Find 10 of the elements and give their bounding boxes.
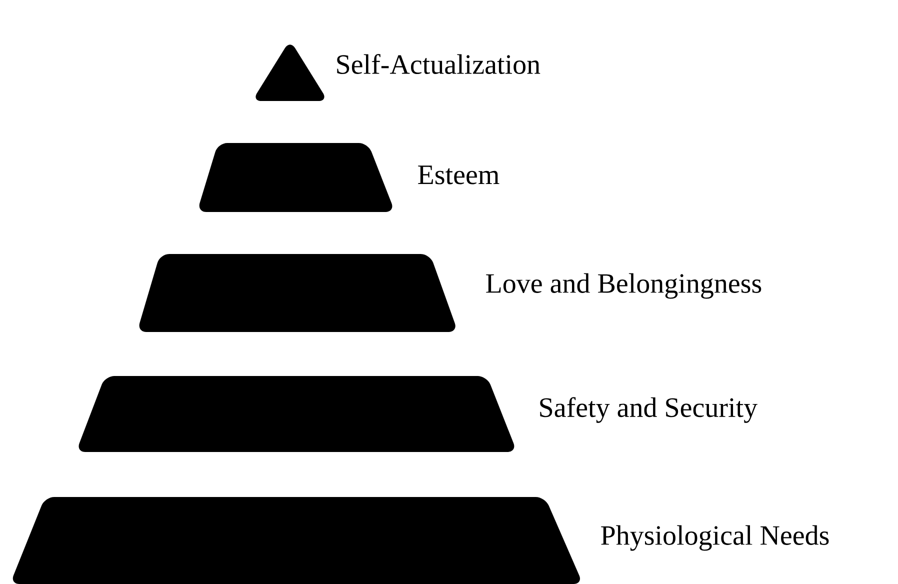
level-label: Safety and Security bbox=[540, 397, 758, 423]
level-label: Love and Belongingness bbox=[486, 273, 762, 299]
pyramid-level bbox=[78, 376, 514, 452]
pyramid-level bbox=[12, 497, 580, 584]
pyramid-level bbox=[139, 254, 456, 332]
level-label: Self-Actualization bbox=[337, 54, 540, 74]
level-label: Esteem bbox=[418, 166, 500, 184]
pyramid-level bbox=[199, 143, 392, 212]
pyramid-triangle bbox=[256, 44, 324, 101]
level-label: Physiological Needs bbox=[601, 525, 829, 551]
